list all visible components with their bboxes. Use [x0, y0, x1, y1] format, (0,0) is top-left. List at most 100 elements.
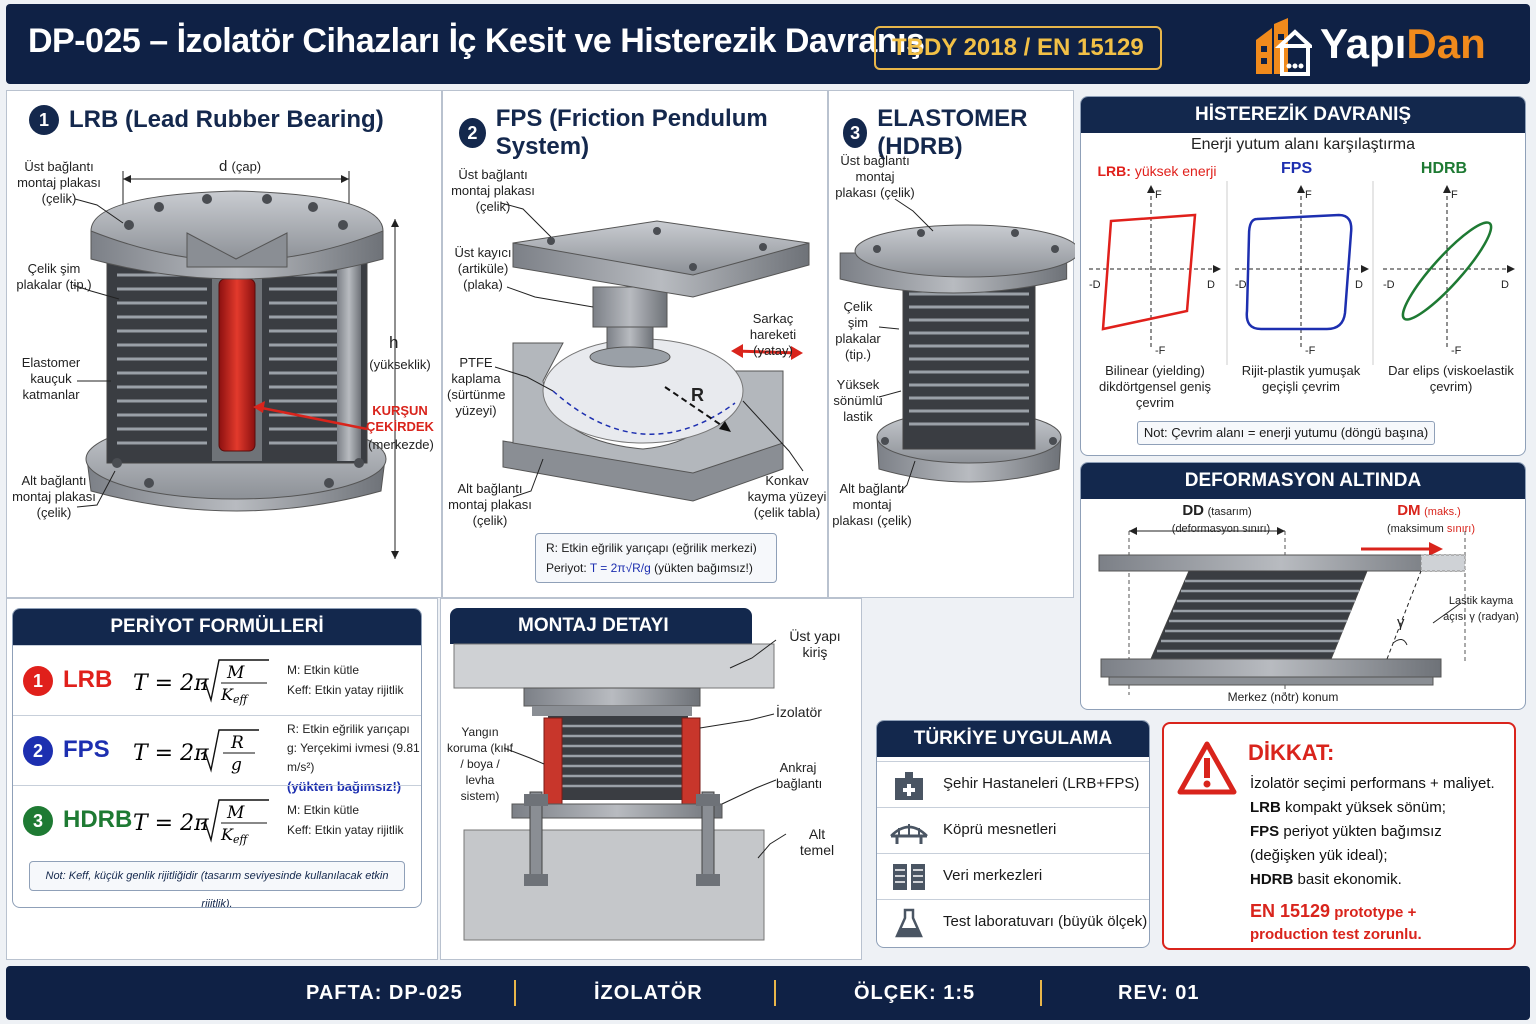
footer-rev: REV: 01 — [1118, 982, 1200, 1004]
svg-text:R: R — [230, 733, 244, 753]
fps-slider-label: Üst kayıcı (artiküle) (plaka) — [454, 245, 512, 292]
hysteresis-fps-label: FPS — [1281, 160, 1313, 177]
fps-concave-label: Konkav kayma yüzeyi (çelik tabla) — [747, 473, 827, 520]
fps-note-r: R: Etkin eğrilik yarıçapı (eğrilik merke… — [546, 541, 757, 555]
hdrb-axis-nd: -D — [1383, 279, 1395, 291]
lrb-axis-nf: -F — [1155, 345, 1166, 357]
footer-separator — [774, 980, 776, 1006]
fps-pendulum-label: Sarkaç hareketi (yatay) — [749, 311, 797, 358]
brand-logo: YapıDan — [1320, 20, 1486, 67]
hysteresis-subtitle: Enerji yutum alanı karşılaştırma — [1190, 136, 1416, 153]
building-icon — [1256, 18, 1312, 76]
warning-red-note: EN 15129 prototype + production test zor… — [1250, 901, 1422, 943]
warning-title: DİKKAT: — [1248, 740, 1335, 765]
deformation-title: DEFORMASYON ALTINDA — [1081, 463, 1525, 499]
dm-label: DM (maks.) — [1397, 502, 1461, 519]
fps-ptfe-label: PTFE kaplama (sürtünme yüzeyi) — [447, 355, 506, 418]
hdrb-axis-d: D — [1501, 279, 1509, 291]
page-title: DP-025 – İzolatör Cihazları İç Kesit ve … — [28, 22, 925, 60]
gamma-symbol: γ — [1397, 614, 1405, 631]
footer-sheet: PAFTA: DP-025 — [306, 982, 463, 1004]
fps-radius-label: R — [691, 385, 704, 405]
standard-badge: TBDY 2018 / EN 15129 — [874, 26, 1162, 70]
svg-text:T = 2π: T = 2π — [133, 811, 209, 836]
period-panel: PERİYOT FORMÜLLERİ 1 LRB T = 2π M Keff M… — [12, 608, 422, 908]
svg-text:T = 2π: T = 2π — [133, 741, 209, 766]
shear-angle-label: Lastik kayma açısı γ (radyan) — [1443, 595, 1519, 623]
lrb-axis-d: D — [1207, 279, 1215, 291]
lrb-axis-f: F — [1155, 189, 1162, 201]
svg-text:M: M — [226, 663, 245, 683]
lrb-diameter-label: d (çap) — [219, 158, 262, 175]
turkey-item: Şehir Hastaneleri (LRB+FPS) — [877, 761, 1149, 807]
hdrb-axis-nf: -F — [1451, 345, 1462, 357]
warning-panel: DİKKAT: İzolatör seçimi performans + mal… — [1162, 722, 1516, 950]
turkey-item: Veri merkezleri — [877, 853, 1149, 899]
period-row-name: HDRB — [63, 806, 133, 833]
footer-separator — [514, 980, 516, 1006]
lrb-loop-desc: Bilinear (yielding) dikdörtgensel geniş … — [1098, 363, 1212, 410]
fps-top-plate-label: Üst bağlantı montaj plakası (çelik) — [451, 167, 535, 214]
mounting-beam-label: Üst yapı kiriş — [789, 628, 841, 660]
svg-text:T = 2π: T = 2π — [133, 671, 209, 696]
bridge-icon — [890, 824, 928, 844]
hdrb-formula: T = 2π M Keff — [133, 799, 269, 846]
warning-body: İzolatör seçimi performans + maliyet. LR… — [1250, 775, 1495, 888]
lrb-height-label: h — [389, 333, 399, 352]
mounting-foundation-label: Alt temel — [799, 826, 835, 858]
fps-axis-nf: -F — [1305, 345, 1316, 357]
deformation-panel: DEFORMASYON ALTINDA DD (tasarım) (deform… — [1080, 462, 1526, 710]
hysteresis-lrb-label: LRB: yüksek enerji — [1097, 163, 1217, 179]
hysteresis-title: HİSTEREZİK DAVRANIŞ — [1081, 97, 1525, 133]
lrb-formula: T = 2π M Keff — [133, 659, 269, 706]
fps-section-drawing — [494, 202, 810, 502]
turkey-panel: TÜRKİYE UYGULAMA Şehir Hastaneleri (LRB+… — [876, 720, 1150, 948]
lrb-lead-core-note: (merkezde) — [368, 437, 434, 452]
flask-icon — [895, 908, 923, 938]
period-title: PERİYOT FORMÜLLERİ — [13, 609, 421, 645]
lrb-loop — [1101, 213, 1197, 331]
mounting-isolator-label: İzolatör — [776, 704, 822, 720]
lrb-axis-nd: -D — [1089, 279, 1101, 291]
fps-axis-nd: -D — [1235, 279, 1247, 291]
fps-note-period: Periyot: T = 2π√R/g (yükten bağımsız!) — [546, 561, 753, 575]
fps-formula: T = 2π R g — [133, 729, 259, 775]
turkey-item: Köprü mesnetleri — [877, 807, 1149, 853]
footer-bar: PAFTA: DP-025 İZOLATÖR ÖLÇEK: 1:5 REV: 0… — [6, 966, 1530, 1020]
period-row-fps: 2 FPS T = 2π R g R: Etkin eğrilik yarıça… — [13, 715, 421, 794]
lrb-section-drawing — [72, 171, 399, 559]
lrb-lead-core-label: KURŞUN ÇEKİRDEK — [366, 403, 434, 434]
warning-icon — [1177, 741, 1237, 795]
turkey-title: TÜRKİYE UYGULAMA — [877, 721, 1149, 757]
period-row-num: 1 — [23, 666, 53, 696]
dd-note: (deformasyon sınırı) — [1171, 523, 1271, 535]
hdrb-axis-f: F — [1451, 189, 1458, 201]
hdrb-top-plate-label: Üst bağlantı montaj plakası (çelik) — [835, 153, 915, 200]
lrb-height-unit: (yükseklik) — [369, 357, 431, 372]
footer-subject: İZOLATÖR — [594, 982, 703, 1004]
dd-label: DD (tasarım) — [1182, 502, 1252, 519]
hdrb-shim-label: Çelik şim plakalar (tip.) — [835, 299, 881, 362]
hospital-icon — [895, 772, 923, 800]
fps-bottom-plate-label: Alt bağlantı montaj plakası (çelik) — [448, 481, 532, 528]
svg-text:g: g — [231, 755, 242, 775]
turkey-item: Test laboratuvarı (büyük ölçek) — [877, 899, 1149, 945]
deformation-drawing — [1098, 527, 1466, 695]
hysteresis-loops — [1089, 181, 1515, 365]
mounting-title: MONTAJ DETAYI — [450, 608, 752, 644]
hdrb-loop — [1401, 221, 1493, 321]
fps-loop — [1245, 213, 1353, 331]
fps-loop-desc: Rijit-plastik yumuşak geçişli çevrim — [1241, 363, 1361, 394]
hysteresis-hdrb-label: HDRB — [1420, 160, 1468, 177]
period-note: Not: Keff, küçük genlik rijitliğidir (ta… — [29, 861, 405, 907]
hdrb-bottom-plate-label: Alt bağlantı montaj plakası (çelik) — [832, 481, 912, 528]
period-row-name: LRB — [63, 666, 113, 693]
period-row-name: FPS — [63, 736, 110, 763]
